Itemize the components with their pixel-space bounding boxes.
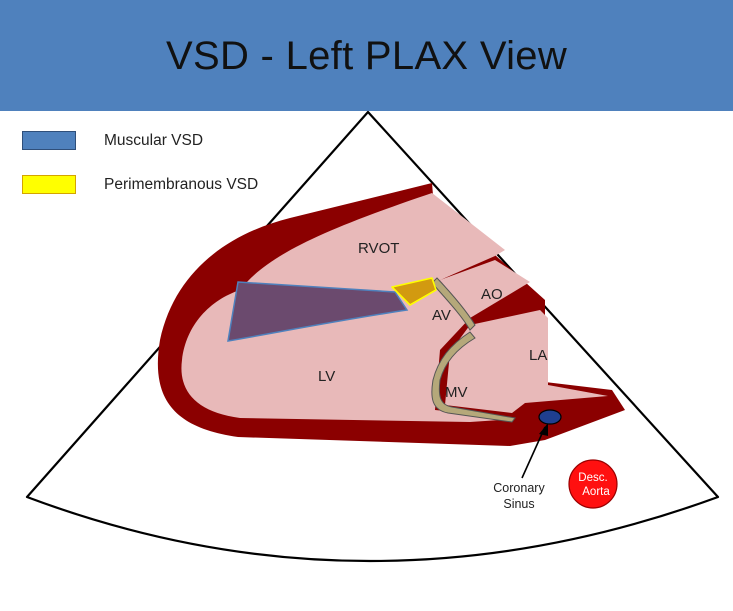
aortic-valve [431, 277, 476, 331]
page-title: VSD - Left PLAX View [166, 34, 567, 78]
mitral-valve [431, 331, 516, 423]
ao-chamber [440, 260, 530, 318]
label-desc-aorta-1: Desc. [578, 472, 607, 484]
legend-item-perimembranous: Perimembranous VSD [22, 175, 258, 194]
label-desc-aorta-2: Aorta [582, 486, 610, 498]
label-av: AV [432, 307, 451, 324]
arrow-head-icon [539, 423, 548, 436]
label-la: LA [529, 347, 547, 364]
title-bar: VSD - Left PLAX View [0, 0, 733, 111]
legend-label-perimembranous: Perimembranous VSD [104, 175, 259, 193]
legend-label-muscular: Muscular VSD [104, 131, 204, 149]
label-rvot: RVOT [358, 240, 399, 257]
label-coronary-sinus-2: Sinus [503, 497, 534, 511]
legend-swatch-muscular [22, 131, 76, 150]
muscular-vsd-region [227, 281, 409, 342]
label-ao: AO [481, 286, 503, 303]
coronary-sinus-pointer [521, 426, 546, 479]
legend-item-muscular: Muscular VSD [22, 131, 203, 150]
desc-aorta [568, 459, 618, 509]
rvot-chamber [232, 193, 505, 302]
perimembranous-vsd-region [391, 277, 437, 306]
label-lv: LV [318, 368, 335, 385]
label-mv: MV [445, 384, 468, 401]
legend-swatch-perimembranous [22, 175, 76, 194]
la-chamber [445, 310, 608, 413]
label-coronary-sinus-1: Coronary [493, 481, 545, 495]
coronary-sinus [538, 409, 562, 425]
